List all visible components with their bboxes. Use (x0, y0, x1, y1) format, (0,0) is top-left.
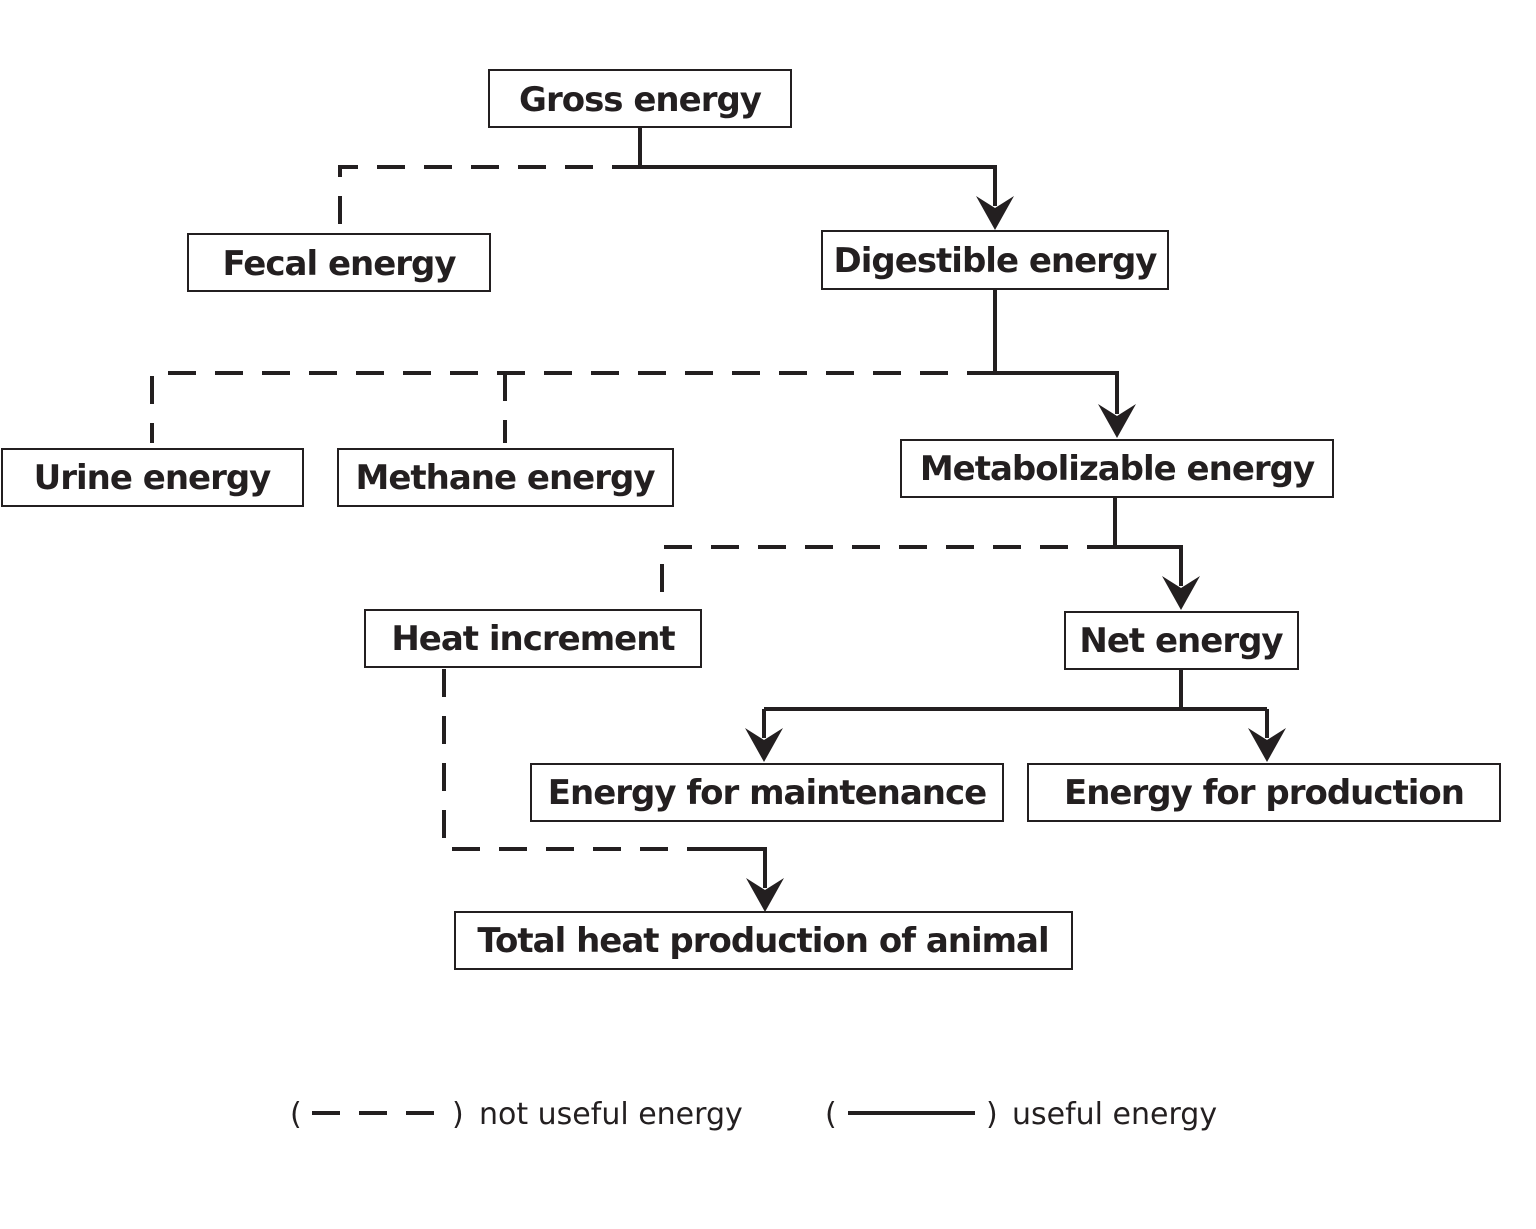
edge-gross-to-digestible (638, 127, 997, 206)
arrow-into-maintenance (745, 728, 783, 762)
edge-digestible-to-urine (150, 371, 995, 443)
node-heat-increment: Heat increment (364, 609, 702, 668)
edge-metabolizable-to-net (1113, 498, 1183, 586)
node-gross-energy-label: Gross energy (519, 80, 762, 120)
legend-useful-open-paren: ( (825, 1097, 837, 1132)
node-energy-for-production: Energy for production (1027, 763, 1501, 822)
node-methane-energy: Methane energy (337, 448, 674, 507)
legend-not-useful-close-paren: ) (452, 1097, 464, 1132)
legend-not-useful-open-paren: ( (290, 1097, 302, 1132)
node-energy-for-maintenance-label: Energy for maintenance (548, 773, 986, 813)
legend-useful-close-paren: ) (986, 1097, 998, 1132)
node-digestible-energy: Digestible energy (821, 230, 1169, 290)
node-digestible-energy-label: Digestible energy (834, 241, 1158, 281)
edge-gross-to-fecal (338, 165, 640, 234)
node-net-energy: Net energy (1064, 611, 1299, 670)
node-urine-energy-label: Urine energy (34, 458, 272, 498)
node-metabolizable-energy: Metabolizable energy (900, 439, 1334, 498)
edge-heat-increment-to-total-heat-end (695, 847, 767, 888)
node-total-heat-production-label: Total heat production of animal (477, 921, 1048, 961)
arrow-into-digestible (976, 196, 1014, 230)
node-fecal-energy-label: Fecal energy (222, 244, 456, 284)
arrow-into-total-heat (746, 878, 784, 912)
legend: ( ) not useful energy ( ) useful energy (290, 1097, 1217, 1132)
node-metabolizable-energy-label: Metabolizable energy (920, 449, 1315, 489)
node-methane-energy-label: Methane energy (356, 458, 656, 498)
edge-digestible-to-metabolizable (993, 290, 1119, 414)
legend-not-useful: ( ) not useful energy (290, 1097, 743, 1132)
node-urine-energy: Urine energy (1, 448, 304, 507)
edge-net-to-maintenance-production (762, 670, 1269, 738)
edge-heat-increment-to-total-heat (442, 669, 700, 851)
arrow-into-net (1162, 576, 1200, 610)
legend-not-useful-label: not useful energy (479, 1097, 743, 1132)
arrow-into-metabolizable (1098, 404, 1136, 438)
legend-useful: ( ) useful energy (825, 1097, 1217, 1132)
node-energy-for-production-label: Energy for production (1064, 773, 1464, 813)
node-energy-for-maintenance: Energy for maintenance (530, 763, 1004, 822)
arrow-into-production (1248, 728, 1286, 762)
edge-metabolizable-to-heat-increment (660, 545, 1115, 610)
legend-useful-label: useful energy (1012, 1097, 1217, 1132)
node-heat-increment-label: Heat increment (391, 619, 675, 659)
node-fecal-energy: Fecal energy (187, 233, 491, 292)
node-gross-energy: Gross energy (488, 69, 792, 128)
node-total-heat-production: Total heat production of animal (454, 911, 1073, 970)
node-net-energy-label: Net energy (1079, 621, 1283, 661)
